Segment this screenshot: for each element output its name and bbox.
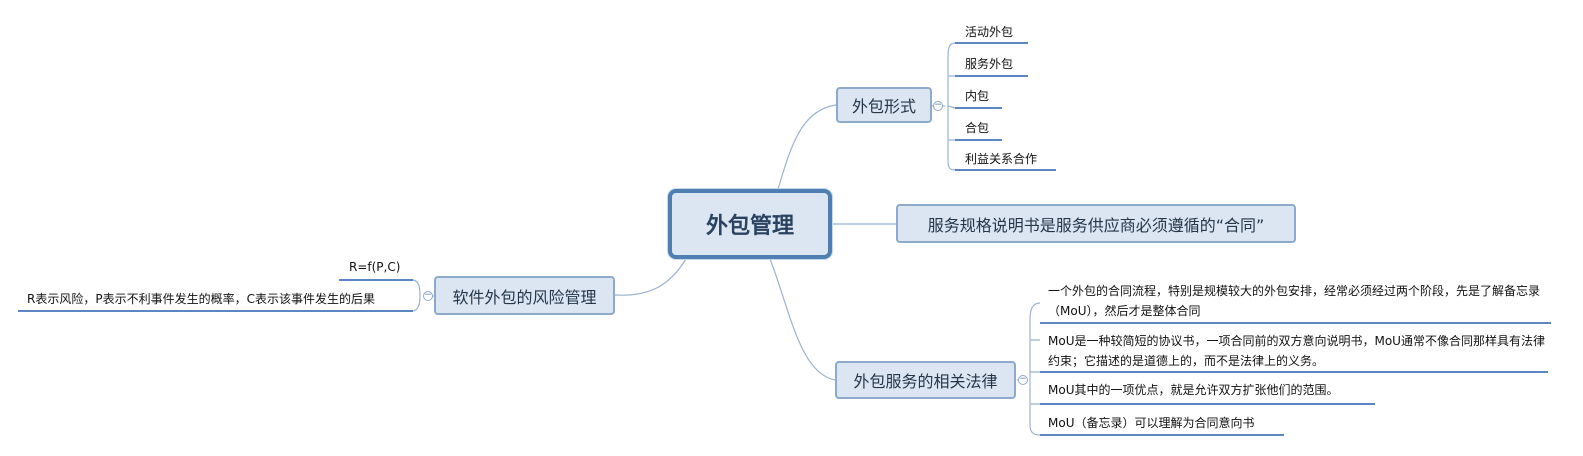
connector-law (769, 258, 837, 381)
leaf-risk-explanation[interactable]: R表示风险，P表示不利事件发生的概率，C表示该事件发生的后果 (27, 292, 375, 306)
leaf-benefit-partnership[interactable]: 利益关系合作 (965, 152, 1038, 166)
leaf-law-mou-advantage[interactable]: MoU其中的一项优点，就是允许双方扩张他们的范围。 (1048, 383, 1339, 397)
leaf-service-outsourcing[interactable]: 服务外包 (965, 57, 1014, 71)
leaf-underline (339, 279, 413, 281)
central-topic[interactable]: 外包管理 (668, 189, 832, 259)
leaf-underline (1040, 371, 1548, 373)
leaf-co-sourcing[interactable]: 合包 (965, 121, 990, 135)
connector-risk (614, 258, 687, 296)
leaf-insourcing[interactable]: 内包 (965, 89, 990, 103)
leaf-underline (1040, 322, 1551, 324)
leaf-underline (955, 42, 1028, 44)
connector-law-bracket (1017, 302, 1041, 436)
leaf-underline (955, 107, 1002, 109)
collapse-toggle-law[interactable]: − (1018, 374, 1028, 385)
connector-forms (777, 104, 837, 190)
leaf-law-mou-definition[interactable]: MoU是一种较简短的协议书，一项合同前的双方意向说明书，MoU通常不像合同那样具… (1048, 334, 1545, 368)
leaf-underline (955, 139, 1002, 141)
leaf-underline (955, 169, 1056, 171)
branch-risk-management[interactable]: 软件外包的风险管理 (434, 276, 615, 315)
leaf-risk-formula[interactable]: R=f(P,C) (349, 260, 401, 274)
branch-service-spec[interactable]: 服务规格说明书是服务供应商必须遵循的“合同” (896, 204, 1296, 243)
leaf-underline (18, 310, 413, 312)
leaf-underline (1040, 434, 1284, 436)
leaf-underline (1040, 403, 1375, 405)
collapse-toggle-forms[interactable]: − (933, 100, 943, 111)
collapse-toggle-risk[interactable]: − (423, 290, 433, 301)
leaf-activity-outsourcing[interactable]: 活动外包 (965, 25, 1014, 39)
branch-outsourcing-law[interactable]: 外包服务的相关法律 (835, 361, 1016, 399)
leaf-law-contract-process[interactable]: 一个外包的合同流程，特别是规模较大的外包安排，经常必须经过两个阶段，先是了解备忘… (1048, 284, 1541, 318)
leaf-law-mou-intent[interactable]: MoU（备忘录）可以理解为合同意向书 (1048, 416, 1255, 430)
branch-outsourcing-forms[interactable]: 外包形式 (836, 87, 932, 123)
leaf-underline (955, 75, 1028, 77)
